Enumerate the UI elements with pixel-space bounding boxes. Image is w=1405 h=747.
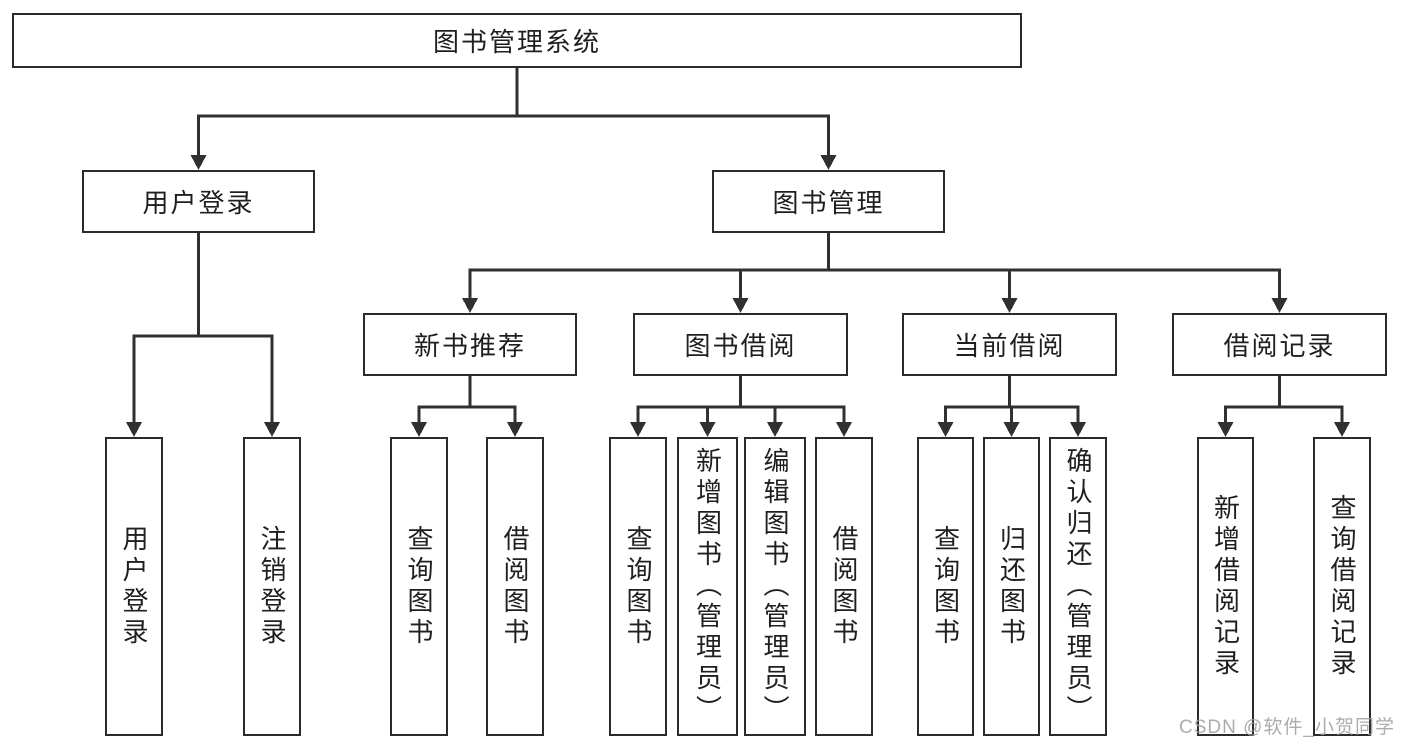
- node-leaf-current-query-books: 查询图书: [917, 437, 974, 736]
- node-book-borrow: 图书借阅: [633, 313, 848, 376]
- connector-current-borrow-to-leaves: [937, 376, 1086, 437]
- node-book-mgmt: 图书管理: [712, 170, 945, 233]
- leaf-label: 查询借阅记录: [1327, 493, 1357, 680]
- leaf-label: 编辑图书（管理员）: [760, 447, 790, 726]
- node-leaf-current-confirm-return-admin: 确认归还（管理员）: [1049, 437, 1107, 736]
- connector-new-book-to-leaves: [411, 376, 523, 437]
- node-leaf-borrow-edit-books-admin: 编辑图书（管理员）: [744, 437, 806, 736]
- leaf-label: 借阅图书: [829, 524, 859, 649]
- leaf-label: 查询图书: [930, 524, 961, 649]
- connector-borrow-records-to-leaves: [1217, 376, 1350, 437]
- connector-book-borrow-to-leaves: [630, 376, 852, 437]
- node-leaf-user-login: 用户登录: [105, 437, 163, 736]
- node-current-borrow: 当前借阅: [902, 313, 1117, 376]
- node-new-book: 新书推荐: [363, 313, 577, 376]
- leaf-label: 用户登录: [119, 524, 149, 649]
- leaf-label: 借阅图书: [500, 524, 530, 649]
- node-leaf-newbook-borrow-books: 借阅图书: [486, 437, 544, 736]
- connector-root-to-level2: [190, 68, 837, 170]
- node-leaf-borrow-borrow-books: 借阅图书: [815, 437, 873, 736]
- node-borrow-records: 借阅记录: [1172, 313, 1387, 376]
- node-leaf-borrow-query-books: 查询图书: [609, 437, 667, 736]
- node-user-login: 用户登录: [82, 170, 315, 233]
- node-leaf-logout-login: 注销登录: [243, 437, 301, 736]
- leaf-label: 新增图书（管理员）: [692, 447, 723, 726]
- leaf-label: 确认归还（管理员）: [1063, 447, 1093, 726]
- leaf-label: 新增借阅记录: [1210, 493, 1241, 680]
- connector-user-login-to-leaves: [126, 233, 280, 437]
- leaf-label: 注销登录: [257, 524, 287, 649]
- node-leaf-current-return-books: 归还图书: [983, 437, 1040, 736]
- node-leaf-borrow-add-books-admin: 新增图书（管理员）: [677, 437, 738, 736]
- node-leaf-newbook-query-books: 查询图书: [390, 437, 448, 736]
- leaf-label: 查询图书: [623, 524, 653, 649]
- leaf-label: 查询图书: [404, 524, 434, 649]
- node-leaf-records-add-record: 新增借阅记录: [1197, 437, 1254, 736]
- node-leaf-records-query-record: 查询借阅记录: [1313, 437, 1371, 736]
- node-root: 图书管理系统: [12, 13, 1022, 68]
- leaf-label: 归还图书: [996, 524, 1027, 649]
- connector-book-mgmt-to-level3: [462, 233, 1288, 313]
